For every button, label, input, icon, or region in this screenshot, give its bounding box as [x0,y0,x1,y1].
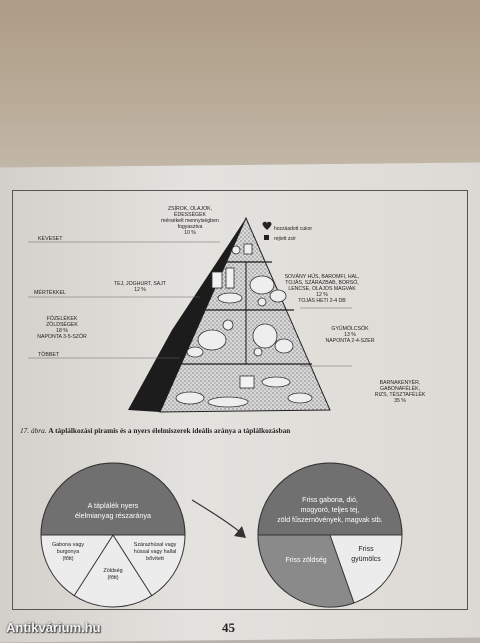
pie-left-grain: burgonya [57,549,79,555]
pie-left-meat: hússal vagy hallal [134,549,177,555]
pie-right-fruit: gyümölcs [351,556,381,563]
background-wall [0,0,480,170]
top-label-line: ZSÍROK, OLAJOK, [168,205,212,212]
veg-label-line: FŐZELÉKEK [47,315,78,322]
pie-left-veg: (főtt) [107,575,118,581]
meat-label-line: SOVÁNY HÚS, BAROMFI, HAL, [285,273,360,280]
pie-right-title: zöld fűszernövények, magvak stb. [277,517,382,524]
top-label-line: 10 % [184,230,196,236]
pyramid-side-face [128,218,246,412]
fruit-label-line: GYÜMÖLCSÖK [331,325,369,332]
dairy-label-line: 12 % [134,287,146,293]
pie-right-fruit: Friss [358,546,374,553]
veg-label-line: ZÖLDSÉGEK [46,321,78,328]
meat-label-line: TOJÁS HETI 2-4 DB [298,297,346,304]
grain-label-line: 35 % [394,398,406,404]
square-icon [264,235,269,240]
figure-caption: 17. ábra. A táplálkozási piramis és a ny… [20,426,440,435]
arrow-icon [191,499,246,538]
legend-fat-label: rejtett zsír [274,236,296,242]
caption-number: 17. ábra. [20,426,47,435]
heart-icon [262,221,272,230]
top-label-line: fogyasztva [178,224,203,230]
veg-label-line: 18 % [56,328,68,334]
pie-left [40,462,186,608]
veg-label-line: NAPONTA 3-5-SZÖR [37,333,87,340]
pie-left-grain: (főtt) [62,556,73,562]
pie-right-veg: Friss zöldség [285,557,326,564]
label-tobbet: TÖBBET [38,351,60,358]
pie-left-grain: Gabona vagy [52,542,84,548]
pie-left-meat: Szárazhúsal vagy [134,542,177,548]
watermark-logo: Antikvárium.hu [6,620,101,635]
pie-right [257,462,403,608]
meat-label-line: TOJÁS, SZÁRAZBAB, BORSÓ, [285,279,358,286]
grain-label-line: BARNAKENYÉR, [380,379,421,386]
grain-label-line: GABONAFÉLÉK, [380,385,420,392]
pie-left-veg: Zöldség [103,568,122,574]
top-label-line: mérsékelt mennyiségben [161,218,219,224]
figure-frame [12,190,468,610]
meat-label-line: 12 % [316,292,328,298]
caption-text: A táplálkozási piramis és a nyers élelmi… [48,426,291,435]
grain-label-line: RIZS, TÉSZTAFÉLÉK [375,391,426,398]
label-mertekkel: MÉRTÉKKEL [34,289,66,296]
dairy-label-line: TEJ, JOGHURT, SAJT [114,281,167,287]
fruit-label-line: NAPONTA 2-4-SZER [326,338,375,344]
legend-sugar-label: hozzáadott cukor [274,226,312,232]
food-illustrations [175,243,313,408]
meat-label-line: LENCSE, OLAJOS MAGVAK [288,286,356,292]
fruit-label-line: 13 % [344,332,356,338]
pie-left-title: élelmianyag részaránya [75,511,151,520]
pie-left-title: A táplálék nyers [88,501,139,510]
pie-left-meat: bővített [146,556,164,562]
pie-right-title: mogyoró, teljes tej, [301,507,360,514]
pie-right-title: Friss gabona, dió, [302,497,358,504]
label-keveset: KEVESET [38,236,63,242]
top-label-line: ÉDESSÉGEK [174,211,207,218]
page-number: 45 [222,620,235,635]
